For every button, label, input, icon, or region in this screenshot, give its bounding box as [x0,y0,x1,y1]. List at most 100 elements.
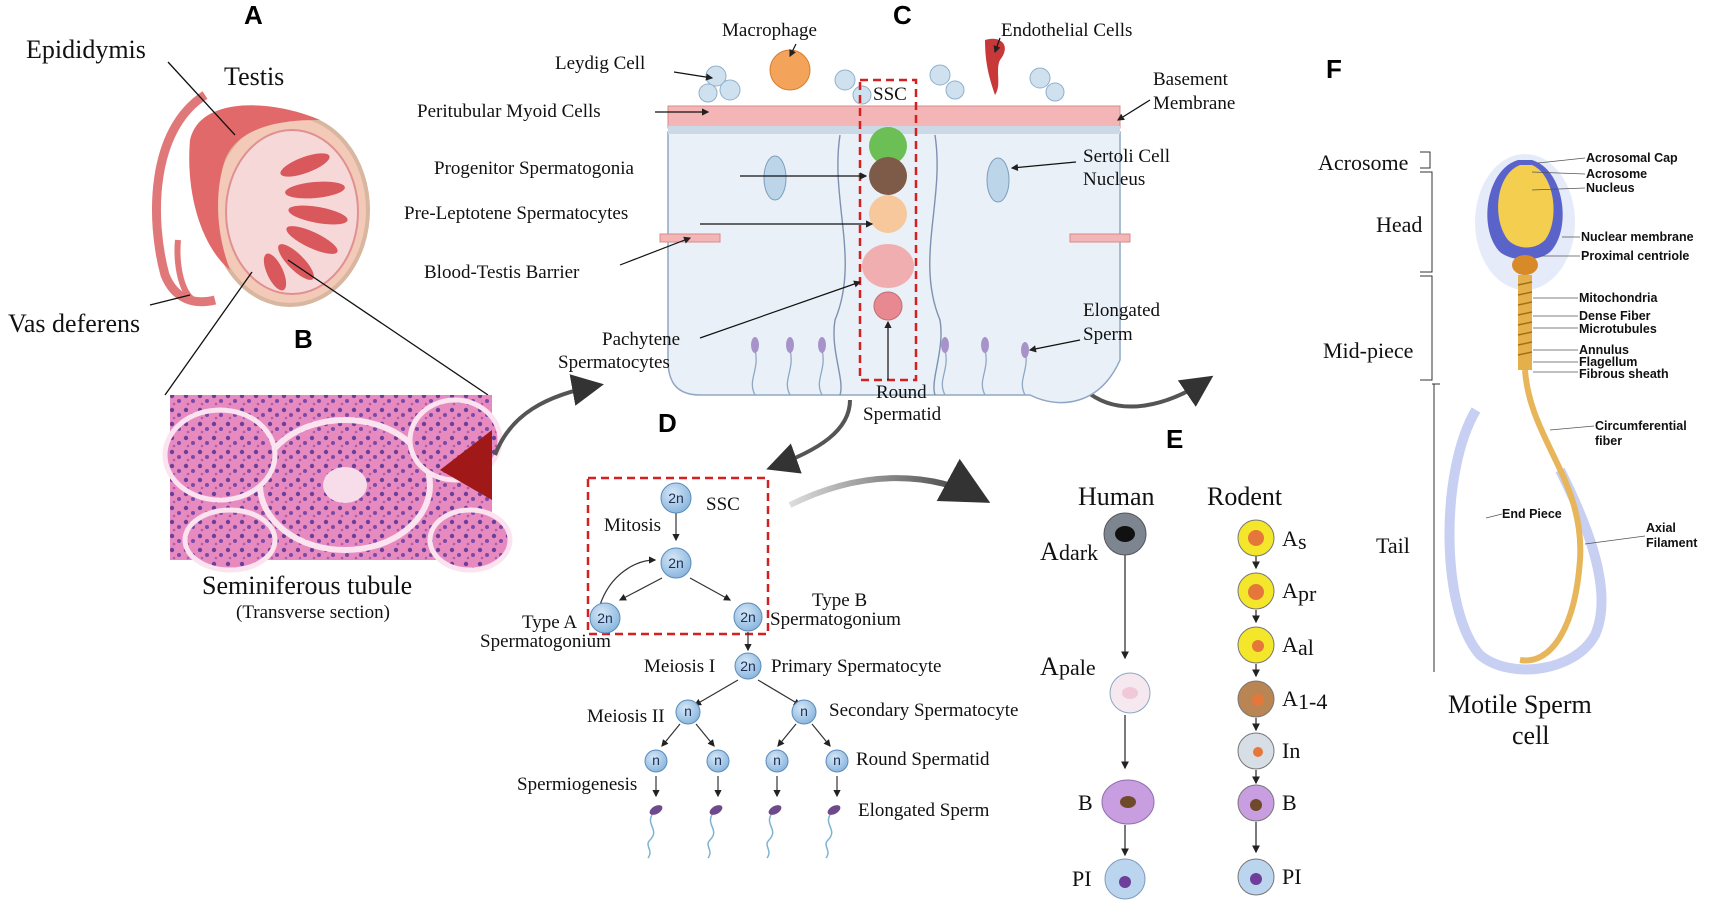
human-a-pale-sub: pale [1059,655,1096,680]
fiber-label: fiber [1595,434,1622,448]
elongated-sperm-d-label: Elongated Sperm [858,800,990,821]
basement-label: Basement [1153,69,1229,90]
axial-label: Axial [1646,521,1676,535]
seminiferous-tubule-label: Seminiferous tubule [202,571,412,600]
panel-label-c: C [893,0,912,30]
type-b-label: Type B [812,590,867,611]
progenitor-spermatogonia-label: Progenitor Spermatogonia [434,158,635,179]
sertoli-nucleus-label: Nucleus [1083,169,1145,190]
human-cells [1101,512,1155,900]
flagellum-label: Flagellum [1579,355,1637,369]
vas-deferens-label: Vas deferens [8,309,140,338]
meiosis-ii-label: Meiosis II [587,706,665,727]
nucleus-label: Nucleus [1586,181,1635,195]
type-b-2n-text: 2n [740,609,756,625]
dense-fiber-label: Dense Fiber [1579,309,1651,323]
membrane-label: Membrane [1153,93,1235,114]
sperm-illustration [1444,154,1607,675]
motile-sperm-caption: Motile Sperm [1448,690,1592,719]
human-a-dark-big: A [1040,537,1059,566]
circumferential-label: Circumferential [1595,419,1687,433]
end-piece-label: End Piece [1502,507,1562,521]
spermatid-label: Spermatid [863,404,942,425]
region-brackets [1420,151,1440,672]
type-a-2n-text: 2n [597,610,613,626]
d-ssc-label: SSC [706,494,740,515]
histology-image [162,395,513,573]
testis-illustration [151,91,370,307]
spermatid-n-1: n [652,752,660,768]
head-region-label: Head [1376,212,1422,237]
elongated-label: Elongated [1083,300,1161,321]
microtubules-label: Microtubules [1579,322,1657,336]
panel-e: E Human Rodent [1040,424,1327,900]
sperm-label: Sperm [1083,324,1133,345]
blood-testis-barrier-label: Blood-Testis Barrier [424,262,580,283]
tail-region-label: Tail [1376,533,1410,558]
mid-2n-text: 2n [668,555,684,571]
panel-label-f: F [1326,54,1342,84]
rodent-apr-sub: pr [1298,581,1317,606]
ssc-2n-text: 2n [668,490,684,506]
panel-label-a: A [244,0,263,30]
rodent-aal-big: A [1282,632,1298,657]
sertoli-cell-label: Sertoli Cell [1083,146,1170,167]
human-labels: A dark A pale B PI [1040,537,1098,891]
ssc-label: SSC [873,84,907,105]
secondary-n-right: n [800,703,808,719]
round-label: Round [876,382,927,403]
cell-nodes: 2n 2n 2n 2n 2n n n n n n n [589,482,849,773]
human-b-label: B [1078,790,1093,815]
spermatid-n-4: n [833,752,841,768]
human-a-pale-big: A [1040,652,1059,681]
secondary-n-left: n [684,703,692,719]
rodent-header: Rodent [1207,482,1283,511]
rodent-a14-sub: 1-4 [1298,689,1327,714]
rodent-cells [1237,519,1275,896]
panel-a: A Epididymis Testis Vas deferens [8,0,489,396]
rodent-apr-big: A [1282,578,1298,603]
type-a-label: Type A [522,612,577,633]
primary-spermatocyte-label: Primary Spermatocyte [771,656,941,677]
annulus-label: Annulus [1579,343,1629,357]
proximal-centriole-label: Proximal centriole [1581,249,1689,263]
panel-c: C [404,0,1235,425]
nuclear-membrane-label: Nuclear membrane [1581,230,1694,244]
rodent-as-big: A [1282,526,1298,551]
secondary-spermatocyte-label: Secondary Spermatocyte [829,700,1018,721]
panel-d: D 2n 2n 2n 2n [480,408,1018,859]
rodent-pi-label: PI [1282,864,1302,889]
pachytene-label: Pachytene [602,329,680,350]
acrosomal-cap-label: Acrosomal Cap [1586,151,1678,165]
epididymis-label: Epididymis [26,35,146,64]
primary-2n-text: 2n [740,658,756,674]
meiosis-i-label: Meiosis I [644,656,715,677]
testis-label: Testis [224,62,284,91]
flow-arrows [493,374,1214,508]
transverse-section-label: (Transverse section) [236,602,390,623]
rodent-aal-sub: al [1298,635,1314,660]
mitochondria-label: Mitochondria [1579,291,1659,305]
rodent-b-label: B [1282,790,1297,815]
spermatid-n-3: n [773,752,781,768]
acrosome-label: Acrosome [1586,167,1647,181]
filament-label: Filament [1646,536,1698,550]
midpiece-region-label: Mid-piece [1323,338,1413,363]
rodent-a14-big: A [1282,686,1298,711]
elongated-sperm-icons [647,805,841,859]
rodent-labels: A s A pr A al A 1-4 In B PI [1282,526,1327,889]
fibrous-sheath-label: Fibrous sheath [1579,367,1669,381]
panel-f: F Acrosome Head Mid-piece Tail [1318,54,1698,750]
panel-label-b: B [294,324,313,354]
round-spermatid-label: Round Spermatid [856,749,990,770]
pre-leptotene-label: Pre-Leptotene Spermatocytes [404,203,628,224]
spermatocytes-label: Spermatocytes [558,352,670,373]
peritubular-myoid-cells-label: Peritubular Myoid Cells [417,101,601,122]
rodent-in-label: In [1282,738,1300,763]
cell-caption: cell [1512,721,1550,750]
endothelial-cells-label: Endothelial Cells [1001,20,1132,41]
type-b-spermatogonium-label: Spermatogonium [770,609,901,630]
human-header: Human [1078,482,1155,511]
rodent-as-sub: s [1298,529,1307,554]
